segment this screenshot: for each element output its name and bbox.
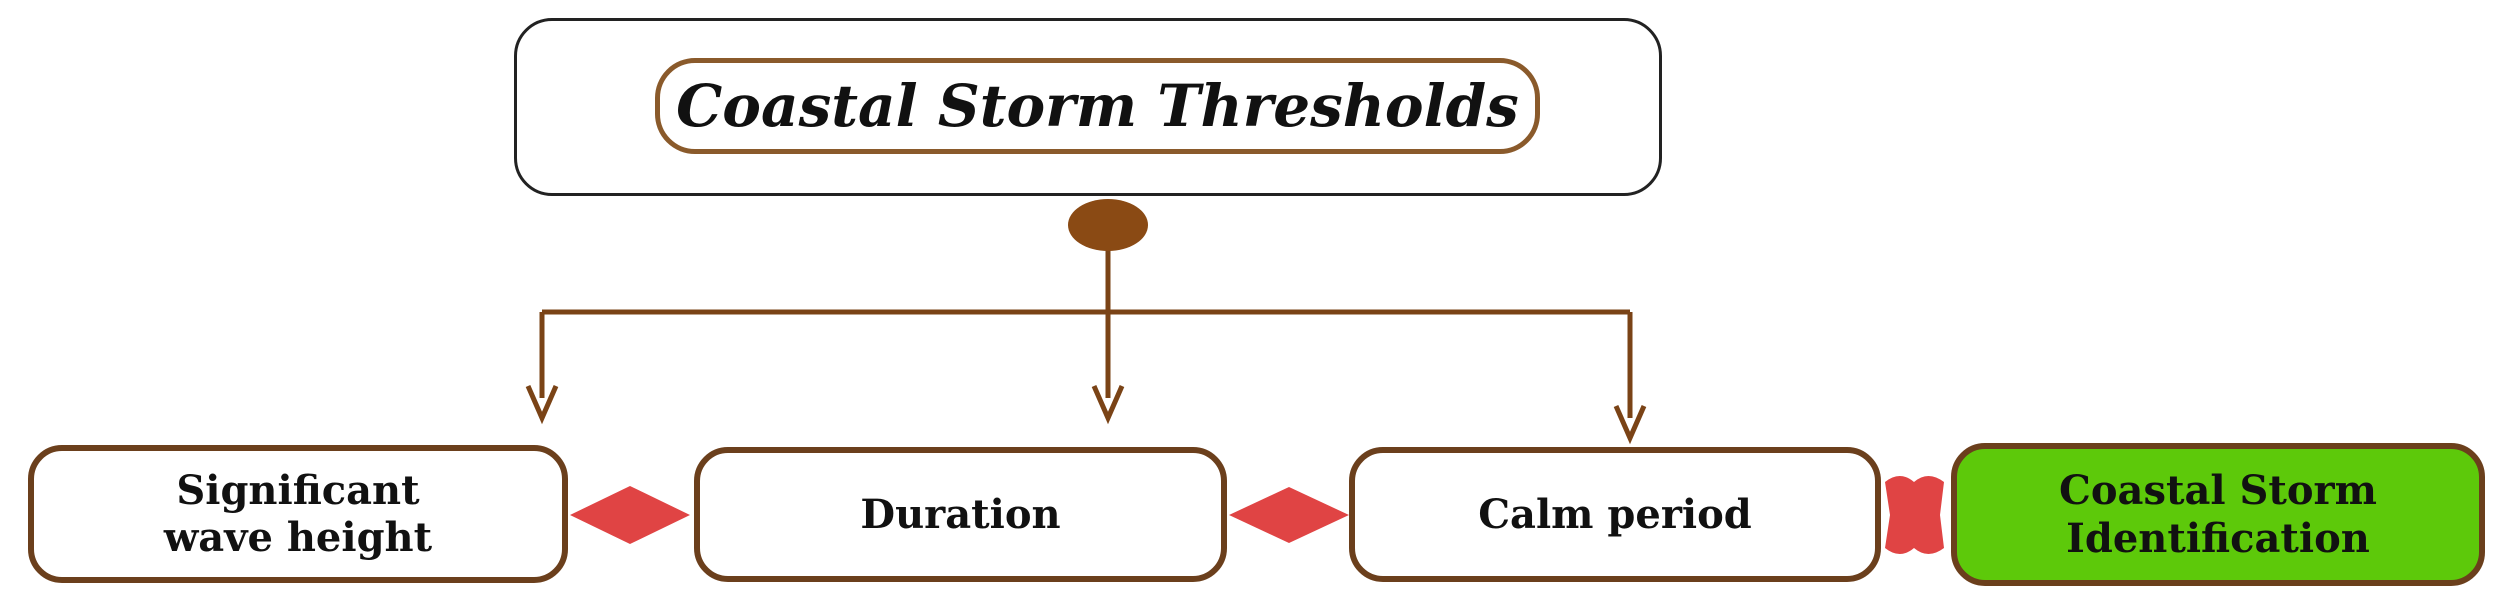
calm-period-box: Calm period xyxy=(1349,447,1881,582)
arrow-head-duration xyxy=(1091,384,1125,425)
diagram-title: Coastal Storm Thresholds xyxy=(655,58,1540,154)
significant-wave-height-label-line2: wave height xyxy=(163,514,433,561)
duration-box: Duration xyxy=(694,447,1227,582)
significant-wave-height-box: Significant wave height xyxy=(28,445,568,583)
significant-wave-height-label-line1: Significant xyxy=(176,466,420,514)
duration-label: Duration xyxy=(860,490,1061,538)
link-diamond-2 xyxy=(1229,487,1349,543)
link-diamond-1 xyxy=(570,486,690,544)
identification-label-line2: Identification xyxy=(2066,514,2370,562)
junction-node xyxy=(1068,199,1148,251)
arrow-head-calm-period xyxy=(1613,404,1647,445)
calm-period-label: Calm period xyxy=(1478,490,1752,538)
arrow-head-significant-wave-height xyxy=(525,384,559,425)
coastal-storm-identification-box: Coastal Storm Identification xyxy=(1951,443,2485,586)
identification-label-line1: Coastal Storm xyxy=(2059,467,2377,515)
link-connector-3 xyxy=(1885,476,1944,554)
